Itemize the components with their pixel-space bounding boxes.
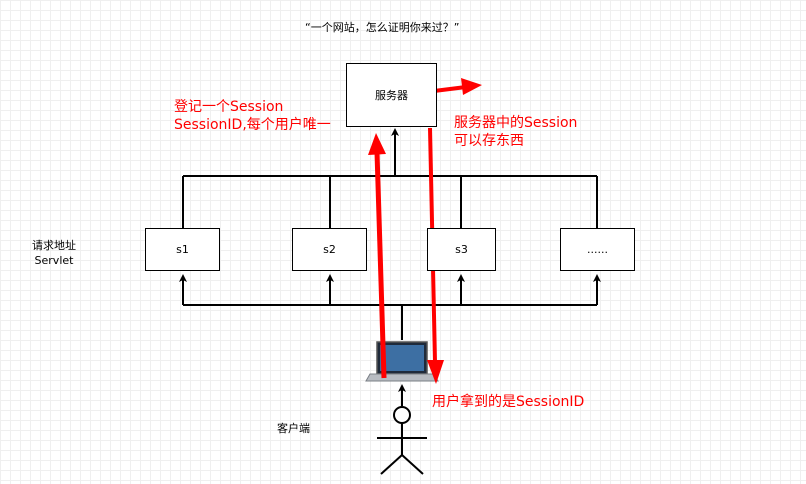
servlet-label: s2 [323,243,336,256]
laptop-icon [365,341,439,382]
server-store-annotation: 服务器中的Session 可以存东西 [454,114,577,150]
register-up-arrow [374,151,387,379]
person-icon [377,406,427,475]
client-to-servlet-bus [179,274,601,340]
server-store-annotation-line2: 可以存东西 [454,133,524,149]
client-label: 客户端 [277,422,310,435]
servlet-label: s1 [176,243,189,256]
diagram-title: “一个网站，怎么证明你来过？” [305,21,460,34]
servlet-to-server-bus [182,128,598,228]
user-gets-annotation: 用户拿到的是SessionID [432,394,585,410]
servlet-label: ...... [587,243,608,256]
servlet-side-label: 请求地址 Servlet [32,238,76,268]
server-box: 服务器 [346,63,437,127]
register-annotation-line2: SessionID,每个用户唯一 [174,117,331,133]
register-annotation-line1: 登记一个Session [174,99,284,115]
servlet-box-more: ...... [560,228,635,271]
servlet-box-s2: s2 [292,228,367,271]
servlet-label: s3 [455,243,468,256]
servlet-box-s1: s1 [145,228,220,271]
server-label: 服务器 [375,89,408,102]
servlet-box-s3: s3 [427,228,496,271]
servlet-side-label-line1: 请求地址 [32,239,76,252]
servlet-side-label-line2: Servlet [34,254,74,267]
server-store-annotation-line1: 服务器中的Session [454,115,578,131]
register-annotation: 登记一个Session SessionID,每个用户唯一 [174,98,331,134]
